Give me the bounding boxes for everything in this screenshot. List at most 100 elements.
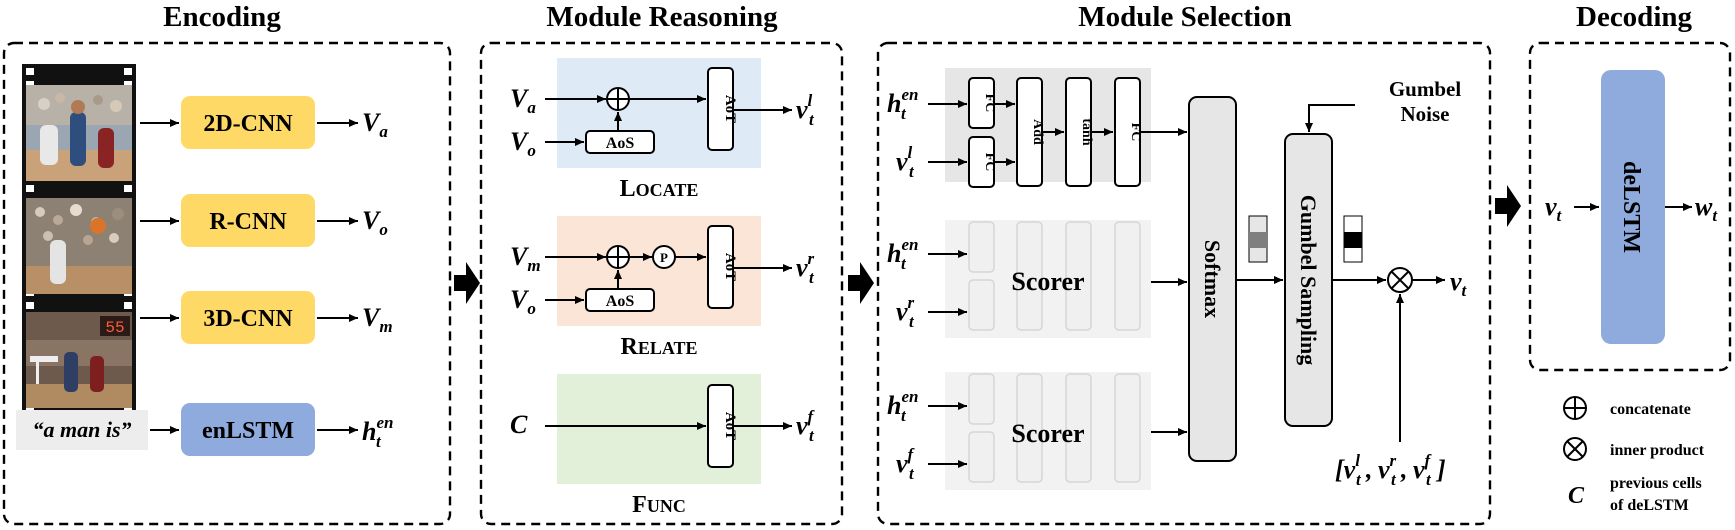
cnn-3d-box	[181, 291, 315, 344]
aos-box-relate	[585, 288, 655, 312]
scorer-relate-label: Scorer	[1011, 267, 1084, 296]
film-perforation	[124, 302, 132, 309]
aos-box-locate	[585, 130, 655, 154]
legend-prev-cells-2: of deLSTM	[1610, 497, 1689, 514]
locate-module-label: LOCATE	[620, 176, 699, 202]
concat-icon-locate	[606, 87, 630, 111]
film-perforation	[124, 185, 132, 192]
gumbel-noise-line1: Gumbel	[1389, 77, 1462, 101]
legend-inner-product-icon	[1563, 437, 1587, 461]
video-frame-3: 55	[26, 312, 132, 408]
panel-title-encoding: Encoding	[163, 1, 281, 33]
faded-layer-box	[968, 221, 995, 273]
rcnn-label: R-CNN	[209, 209, 287, 235]
faded-layer-box	[1016, 373, 1043, 483]
decoder-output-wt: wt	[1695, 192, 1718, 225]
arrow-gumbel-noise	[1305, 104, 1355, 132]
tanh-label: tanh	[1079, 118, 1094, 145]
faded-layer-box	[1114, 373, 1141, 483]
panel-title-reasoning: Module Reasoning	[546, 1, 778, 33]
one-hot-selection-bar	[1343, 215, 1363, 263]
inner-product-icon	[1387, 267, 1413, 293]
film-perforation	[124, 68, 132, 75]
scorer-func-label: Scorer	[1011, 419, 1084, 448]
scorer-func-internals	[968, 373, 1141, 483]
softmax-label: Softmax	[1200, 240, 1225, 318]
legend-concat-icon	[1563, 396, 1587, 420]
softmax-probability-bar	[1248, 215, 1268, 263]
legend-concatenate: concatenate	[1610, 401, 1691, 418]
caption-input-text: “a man is”	[32, 417, 131, 442]
faded-layer-box	[1065, 373, 1092, 483]
video-frame-1	[26, 85, 132, 181]
concat-icon-relate	[606, 245, 630, 269]
relate-module-label: RELATE	[620, 334, 697, 360]
feature-vo: Vo	[362, 206, 388, 239]
p-label-relate: P	[660, 250, 668, 265]
video-film-strip: 55	[22, 64, 136, 426]
func-module-label: FUNC	[632, 492, 686, 518]
panel-title-selection: Module Selection	[1078, 1, 1291, 33]
block-arrow-enc-reason	[454, 262, 480, 304]
legend-prev-cells-1: previous cells	[1610, 475, 1702, 492]
frame-counter: 55	[105, 319, 124, 337]
legend-inner-product: inner product	[1610, 442, 1705, 459]
faded-layer-box	[1114, 221, 1141, 331]
encoding-panel	[2, 41, 452, 526]
feature-va: Va	[362, 108, 388, 141]
add-label: Add	[1030, 119, 1045, 145]
gumbel-sampling-label: Gumbel Sampling	[1296, 195, 1321, 366]
enlstm-box	[181, 403, 315, 456]
scorer-relate-internals	[968, 221, 1141, 331]
film-perforation	[26, 302, 34, 309]
faded-layer-box	[1016, 221, 1043, 331]
cnn-2d-label: 2D-CNN	[203, 111, 293, 137]
locate-input-vo: Vo	[510, 127, 536, 160]
feature-vm: Vm	[362, 303, 393, 336]
rcnn-box	[181, 194, 315, 247]
selection-output-vt: vt	[1450, 267, 1468, 300]
legend-c-symbol: C	[1568, 483, 1585, 509]
faded-layer-box	[968, 431, 995, 483]
reasoning-panel	[479, 41, 844, 526]
panel-title-decoding: Decoding	[1576, 1, 1693, 33]
decoder-input-vt: vt	[1545, 192, 1563, 225]
delstm-box	[1601, 70, 1665, 344]
aos-label-locate: AoS	[606, 135, 635, 152]
aot-label-relate: AoT	[722, 253, 738, 281]
film-perforation	[26, 406, 34, 413]
cnn-2d-box	[181, 96, 315, 149]
faded-layer-box	[968, 373, 995, 425]
relate-input-vm: Vm	[510, 242, 541, 275]
block-arrow-select-decode	[1495, 185, 1521, 227]
cnn-3d-label: 3D-CNN	[203, 306, 293, 332]
film-perforation	[124, 406, 132, 413]
delstm-label: deLSTM	[1618, 161, 1644, 253]
fc-label-1: FC	[982, 94, 997, 113]
aos-label-relate: AoS	[606, 293, 635, 310]
fc-label-3: FC	[1128, 123, 1143, 142]
film-perforation	[26, 185, 34, 192]
block-arrow-reason-select	[848, 262, 874, 304]
gumbel-noise-line2: Noise	[1401, 102, 1450, 126]
func-input-c: C	[510, 410, 528, 439]
faded-layer-box	[1065, 221, 1092, 331]
film-perforation	[124, 81, 132, 88]
aot-label-locate: AoT	[722, 95, 738, 123]
caption-input-box	[16, 410, 148, 450]
selection-panel	[876, 41, 1492, 526]
video-frame-2	[26, 198, 132, 294]
decoding-panel	[1528, 41, 1732, 372]
relate-input-vo: Vo	[510, 285, 536, 318]
faded-layer-box	[968, 279, 995, 331]
fc-label-2: FC	[982, 153, 997, 172]
film-perforation	[26, 81, 34, 88]
